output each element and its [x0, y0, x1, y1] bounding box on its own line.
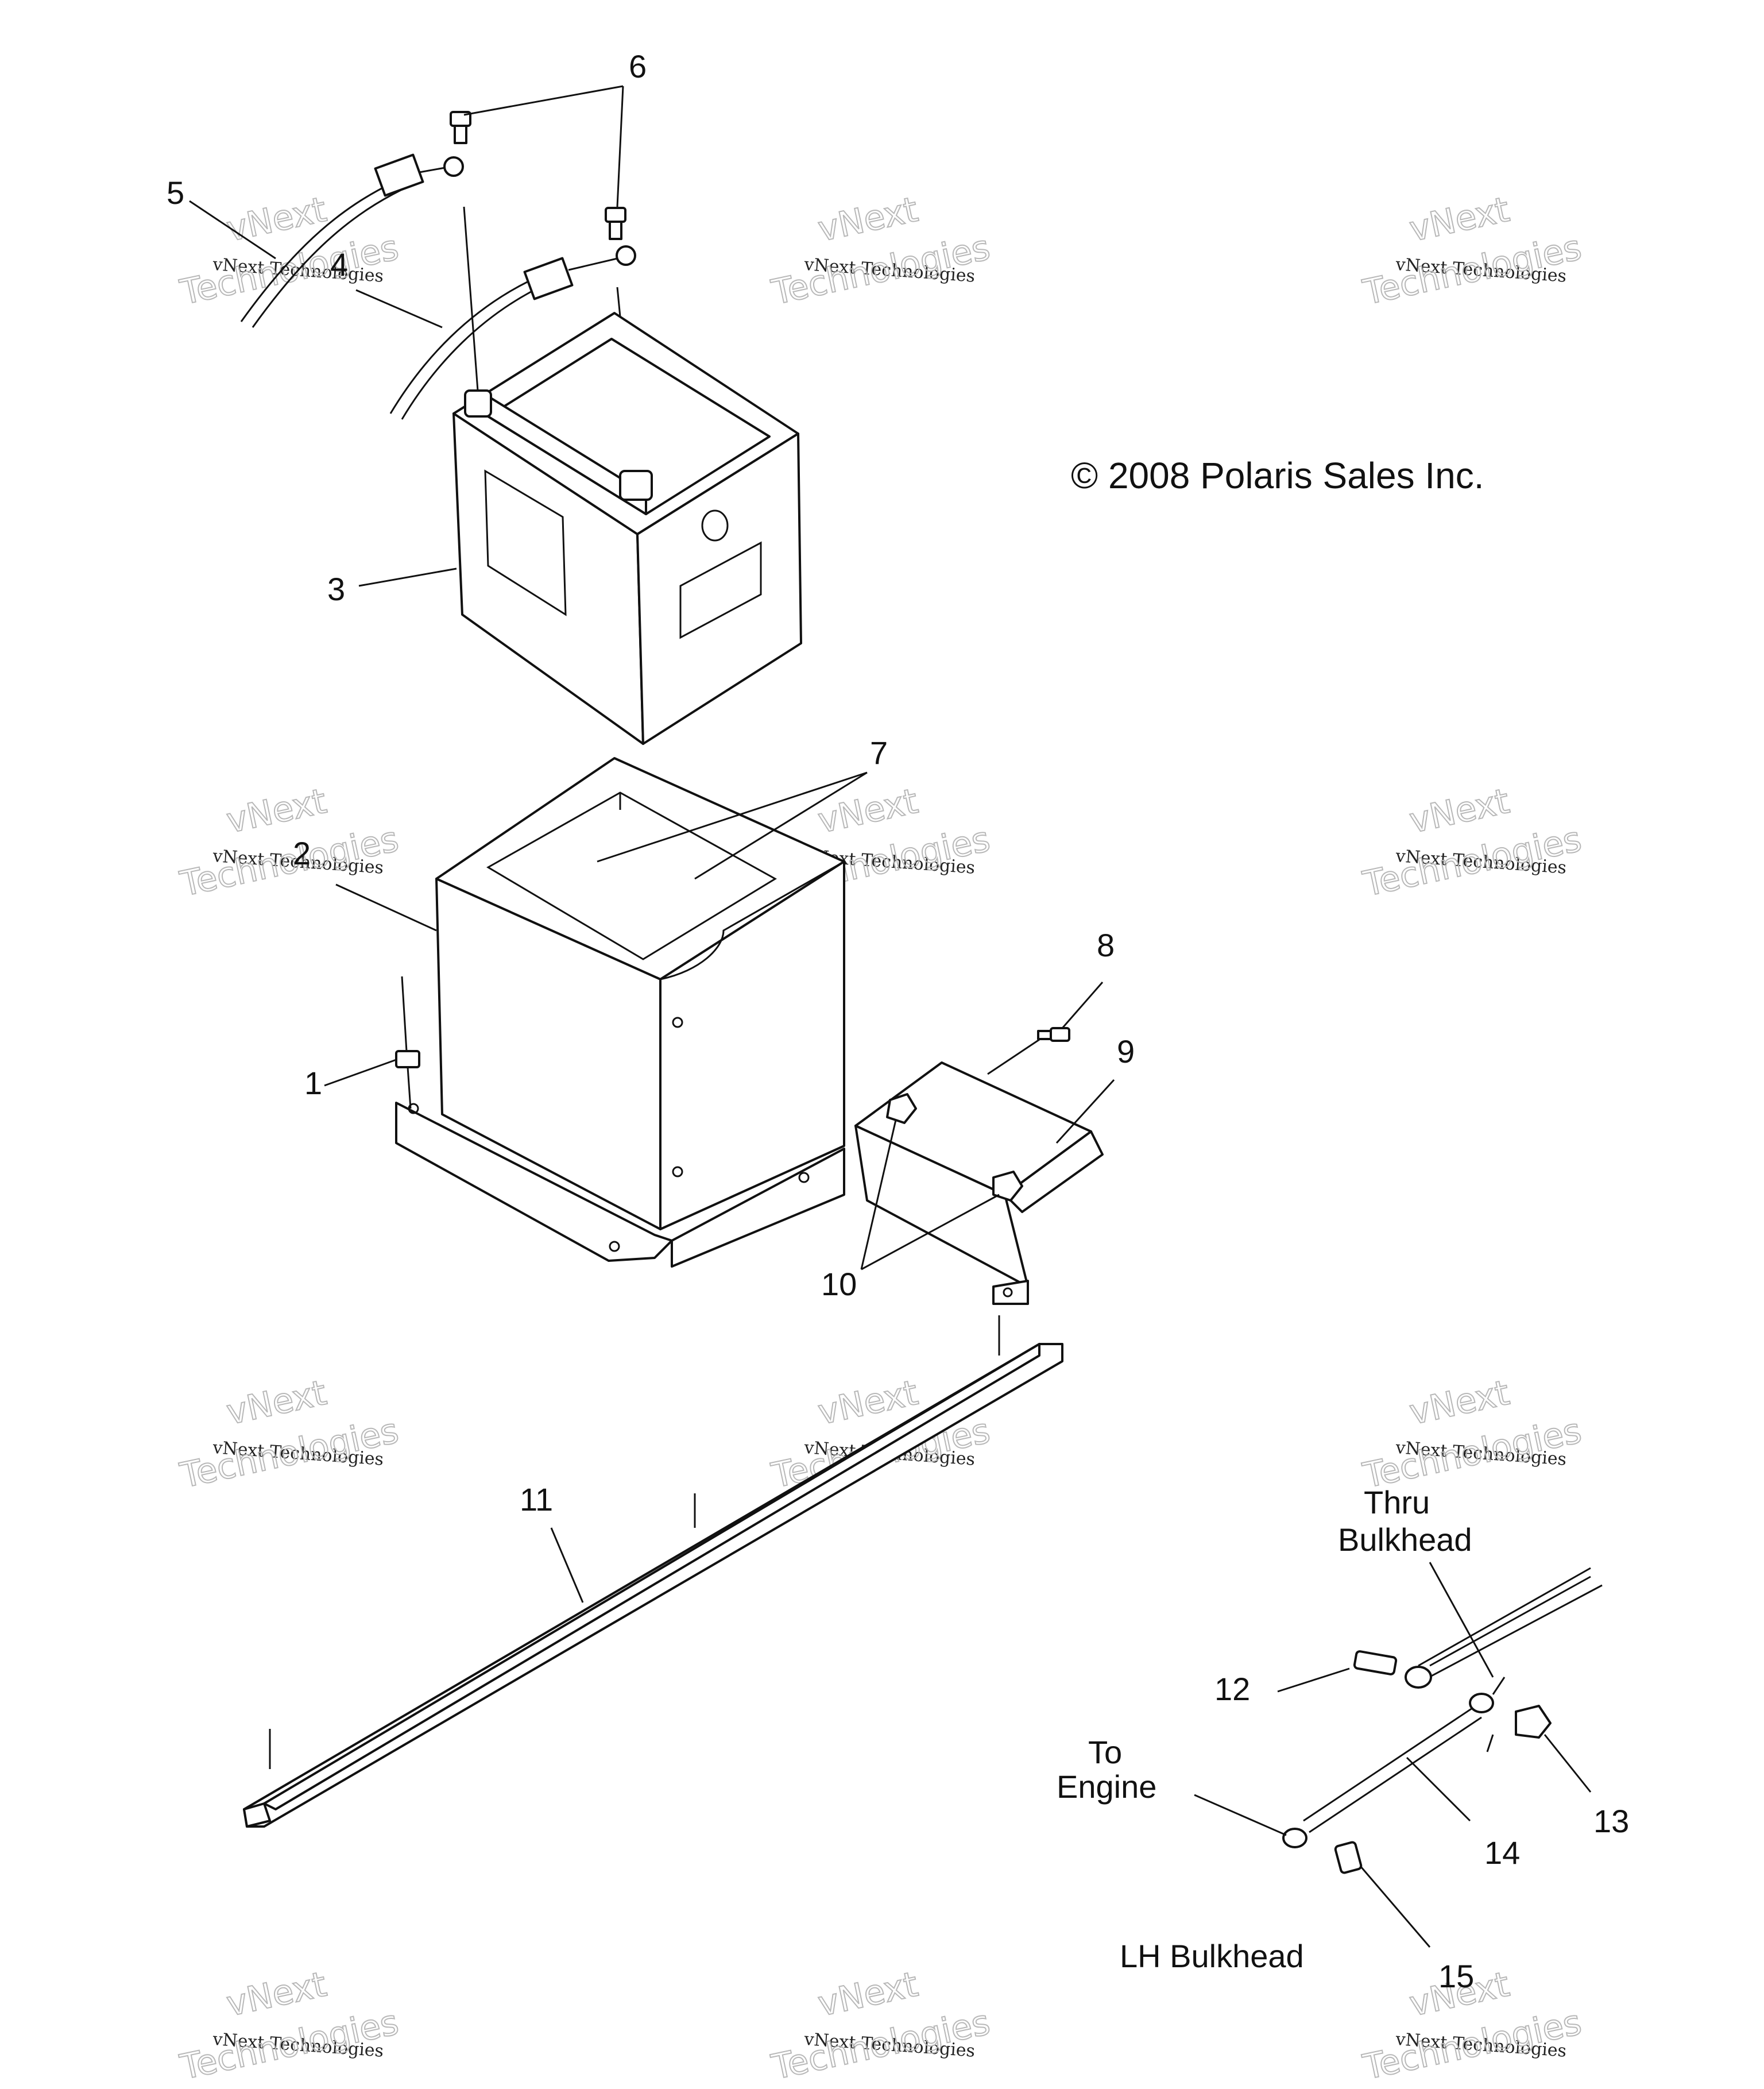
watermark-outline-top: vNext	[1406, 190, 1513, 250]
callout-numbers: 1 2 3 4 5 6 7 8 9 10 11 12 13 14 15	[167, 48, 1629, 1994]
part-4-cable	[389, 245, 636, 420]
part-11-rail	[243, 1315, 1063, 1828]
callout-10: 10	[821, 1266, 857, 1302]
watermark-outline: Technologies	[768, 2002, 994, 2088]
note-lh-bulkhead: LH Bulkhead	[1120, 1938, 1304, 1974]
note-bulkhead: Bulkhead	[1338, 1522, 1472, 1558]
notes: Thru Bulkhead To Engine LH Bulkhead	[1057, 1484, 1472, 1974]
callout-9: 9	[1117, 1033, 1135, 1069]
watermark-outline-top: vNext	[223, 190, 330, 250]
callout-8: 8	[1097, 927, 1115, 963]
part-12-15-ground-strap	[1282, 1567, 1603, 1874]
note-thru: Thru	[1364, 1484, 1430, 1520]
watermark-outline: Technologies	[177, 1411, 403, 1496]
watermark-outline-top: vNext	[1406, 1373, 1513, 1433]
watermark-outline: Technologies	[177, 2002, 403, 2088]
note-to: To	[1088, 1734, 1122, 1770]
watermark-outline-top: vNext	[815, 1964, 922, 2025]
watermark-outline-top: vNext	[223, 1964, 330, 2025]
part-10-nuts	[886, 1093, 1023, 1202]
callout-15: 15	[1438, 1958, 1474, 1994]
callout-12: 12	[1214, 1671, 1250, 1707]
watermark-outline-top: vNext	[815, 781, 922, 841]
callout-11: 11	[520, 1481, 553, 1517]
part-1-fastener	[395, 976, 420, 1109]
copyright-text: © 2008 Polaris Sales Inc.	[1071, 455, 1484, 496]
watermark-outline: Technologies	[177, 227, 403, 313]
watermark-outline: Technologies	[1360, 819, 1585, 905]
watermark-outline: Technologies	[177, 819, 403, 905]
callout-1: 1	[304, 1065, 322, 1101]
part-5-cable	[240, 153, 464, 328]
callout-6: 6	[629, 48, 647, 84]
callout-13: 13	[1593, 1803, 1629, 1839]
callout-3: 3	[327, 571, 345, 607]
watermark-outline-top: vNext	[223, 1373, 330, 1433]
callout-2: 2	[293, 835, 311, 871]
watermark-outline-top: vNext	[1406, 781, 1513, 841]
watermark-outline: Technologies	[1360, 227, 1585, 313]
callout-5: 5	[167, 175, 184, 211]
callout-7: 7	[870, 735, 888, 771]
watermark-outline: Technologies	[768, 227, 994, 313]
callout-4: 4	[330, 246, 348, 283]
watermark-outline: Technologies	[1360, 2002, 1585, 2088]
part-8-bolt	[987, 1027, 1070, 1075]
leader-lines	[189, 85, 1592, 1948]
part-9-bracket	[854, 1061, 1104, 1305]
watermark-outline: Technologies	[1360, 1411, 1585, 1496]
watermark-outline-top: vNext	[815, 190, 922, 250]
part-3-battery	[452, 312, 802, 745]
callout-14: 14	[1484, 1835, 1520, 1871]
note-engine: Engine	[1057, 1768, 1156, 1805]
part-2-battery-box	[395, 757, 845, 1268]
watermark-outline-top: vNext	[223, 781, 330, 841]
